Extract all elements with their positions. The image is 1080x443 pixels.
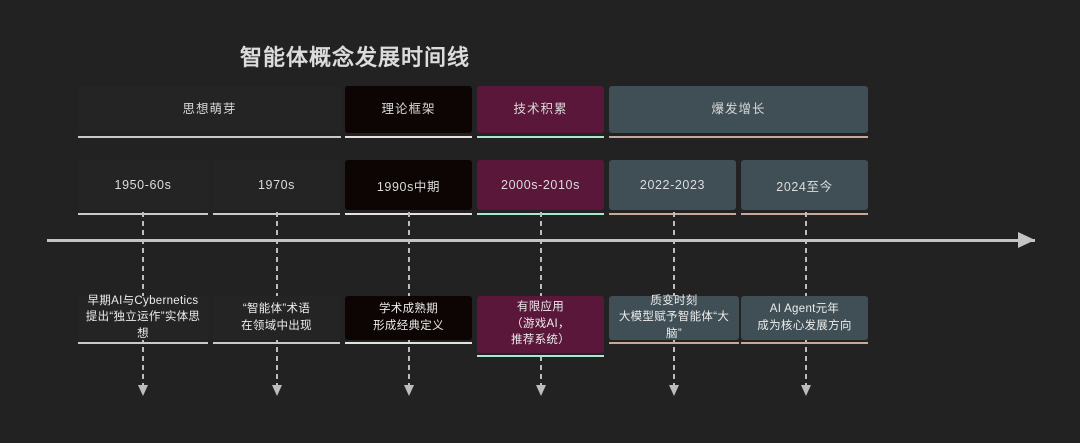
- card-text-block: AI Agent元年成为核心发展方向: [747, 301, 862, 334]
- card-text-block: “智能体”术语在领域中出现: [219, 301, 334, 334]
- card-line: 大模型赋予智能体“大脑”: [618, 311, 730, 340]
- card-underline: [741, 342, 868, 344]
- card-underline: [477, 355, 604, 357]
- era-label: 2024至今: [776, 179, 833, 194]
- phase-bar: 思想萌芽: [78, 86, 341, 138]
- card-line: 推荐系统）: [511, 334, 570, 347]
- connector-arrowhead: [138, 385, 148, 396]
- card-line: “智能体”术语: [242, 302, 311, 315]
- phase-underline: [477, 136, 604, 138]
- era-underline: [609, 213, 736, 215]
- description-card: 早期AI与Cybernetics 提出“独立运作”实体思想: [78, 293, 208, 344]
- era-cell: 2022-2023: [609, 160, 736, 215]
- card-line: AI Agent元年: [769, 302, 840, 315]
- connector-arrowhead: [669, 385, 679, 396]
- phase-bar: 技术积累: [477, 86, 604, 138]
- phase-label: 爆发增长: [711, 102, 766, 116]
- era-cell: 2000s-2010s: [477, 160, 604, 215]
- description-card: 质变时刻大模型赋予智能体“大脑”: [609, 293, 739, 344]
- era-label: 1950-60s: [114, 178, 172, 192]
- timeline-axis-line: [47, 239, 1035, 242]
- description-card: 有限应用 （游戏AI， 推荐系统）: [477, 296, 604, 357]
- era-cell: 1970s: [213, 160, 340, 215]
- connector-arrowhead: [801, 385, 811, 396]
- card-line: 成为核心发展方向: [757, 319, 852, 332]
- phase-underline: [345, 136, 472, 138]
- description-card: AI Agent元年成为核心发展方向: [741, 296, 868, 344]
- timeline-axis-arrowhead: [1018, 232, 1035, 248]
- phase-bar: 理论框架: [345, 86, 472, 138]
- phase-underline: [609, 136, 868, 138]
- card-text-block: 早期AI与Cybernetics 提出“独立运作”实体思想: [84, 293, 202, 343]
- connector-arrowhead: [272, 385, 282, 396]
- era-cell: 1990s中期: [345, 160, 472, 215]
- card-underline: [609, 342, 739, 344]
- era-label: 2000s-2010s: [501, 178, 580, 192]
- card-text-block: 有限应用 （游戏AI， 推荐系统）: [483, 299, 598, 349]
- era-underline: [741, 213, 868, 215]
- card-line: 质变时刻: [650, 294, 698, 307]
- connector-arrowhead: [404, 385, 414, 396]
- phase-label: 思想萌芽: [182, 102, 237, 116]
- card-line: 在领域中出现: [241, 319, 312, 332]
- phase-bar: 爆发增长: [609, 86, 868, 138]
- phase-label: 理论框架: [381, 102, 436, 116]
- card-line: 学术成熟期: [379, 302, 438, 315]
- description-card: “智能体”术语在领域中出现: [213, 296, 340, 344]
- phase-underline: [78, 136, 341, 138]
- era-label: 1990s中期: [376, 179, 441, 194]
- era-cell: 2024至今: [741, 160, 868, 215]
- description-card: 学术成熟期形成经典定义: [345, 296, 472, 344]
- card-underline: [213, 342, 340, 344]
- connector-arrowhead: [536, 385, 546, 396]
- card-line: 形成经典定义: [373, 319, 444, 332]
- era-cell: 1950-60s: [78, 160, 208, 215]
- card-underline: [78, 342, 208, 344]
- card-line: 有限应用: [516, 301, 565, 313]
- card-line: （游戏AI，: [511, 317, 570, 330]
- card-line: 提出“独立运作”实体思想: [85, 311, 201, 340]
- card-text-block: 学术成熟期形成经典定义: [351, 301, 466, 334]
- card-text-block: 质变时刻大模型赋予智能体“大脑”: [615, 293, 733, 343]
- phase-label: 技术积累: [513, 102, 568, 116]
- card-underline: [345, 342, 472, 344]
- era-label: 2022-2023: [639, 178, 706, 192]
- era-label: 1970s: [257, 178, 296, 192]
- page-title: 智能体概念发展时间线: [240, 45, 471, 70]
- card-line: 早期AI与Cybernetics: [87, 294, 199, 307]
